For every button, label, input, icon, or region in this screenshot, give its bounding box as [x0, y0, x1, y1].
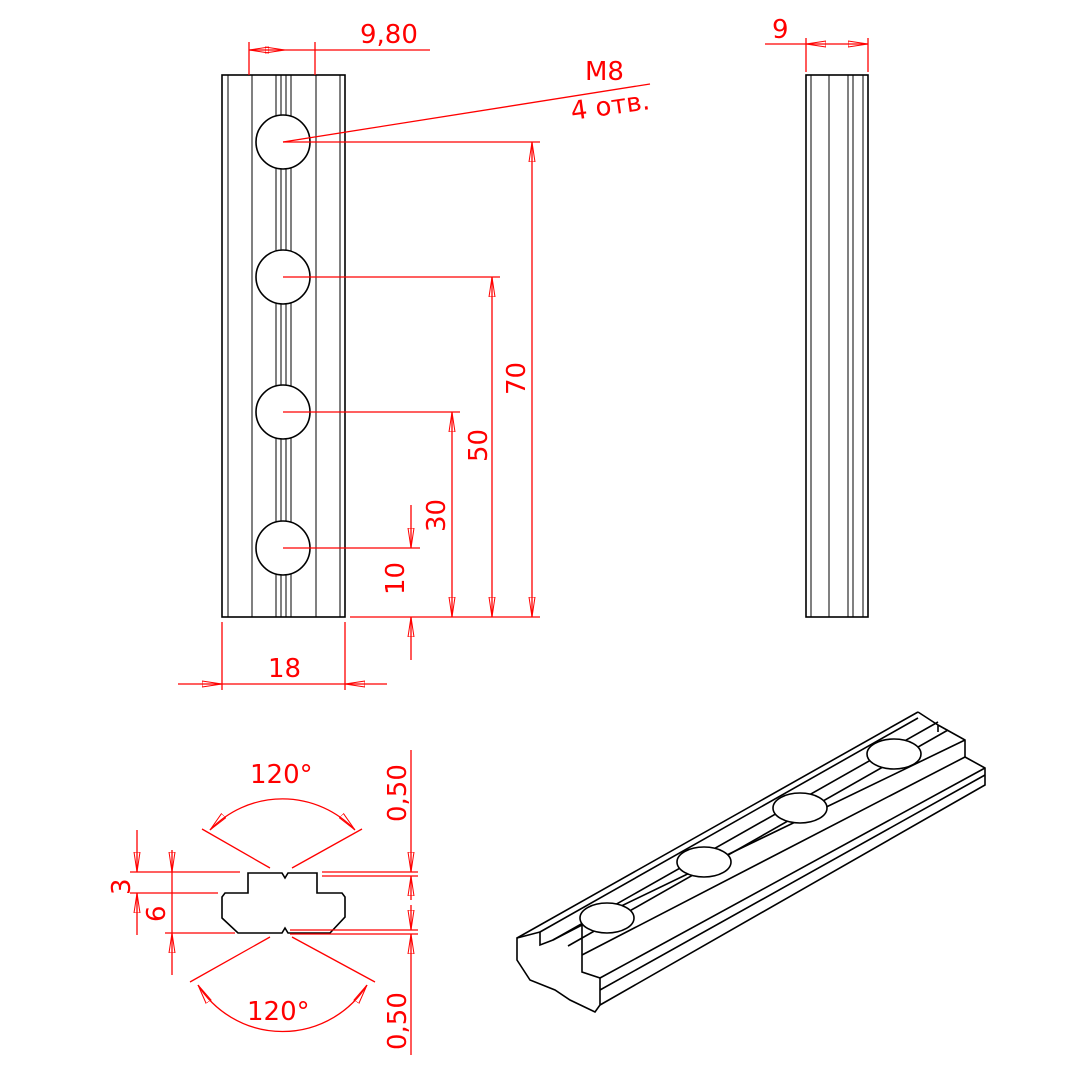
side-view: 9 — [765, 15, 869, 618]
angle-top: 120° — [250, 760, 313, 790]
dim-70: 70 — [502, 362, 532, 395]
dim-thickness: 9 — [772, 15, 789, 45]
dim-step: 3 — [107, 878, 137, 895]
dim-body: 6 — [142, 905, 172, 922]
dim-hole-count: 4 отв. — [569, 86, 652, 127]
isometric-view — [516, 711, 986, 1014]
depth-top: 0,50 — [383, 764, 413, 822]
dim-offset: 9,80 — [360, 20, 418, 50]
dim-10: 10 — [381, 562, 411, 595]
iso-hole-2 — [676, 846, 732, 878]
dim-hole-label: M8 — [585, 57, 624, 87]
depth-bottom: 0,50 — [383, 992, 413, 1050]
front-view: 9,80 M8 4 отв. 18 70 50 30 10 — [178, 20, 652, 690]
section-view: 120° 120° 0,50 0,50 3 6 — [107, 750, 418, 1055]
dim-width: 18 — [268, 654, 301, 684]
iso-hole-3 — [772, 792, 828, 824]
angle-bottom: 120° — [247, 997, 310, 1027]
iso-hole-1 — [579, 902, 635, 934]
iso-hole-4 — [866, 738, 922, 770]
dim-30: 30 — [422, 499, 452, 532]
dim-50: 50 — [464, 429, 494, 462]
